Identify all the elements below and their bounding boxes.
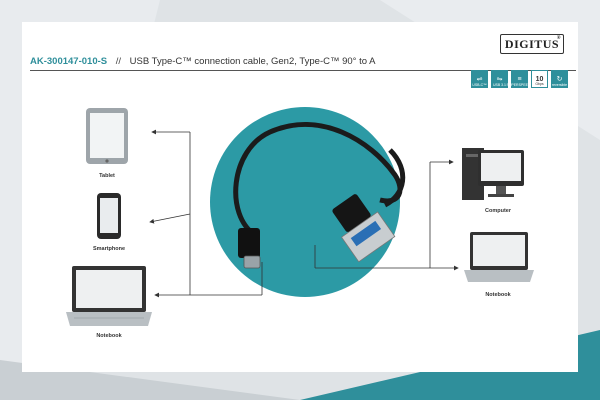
- tablet-icon: [86, 108, 128, 164]
- product-header: AK-300147-010-S // USB Type-C™ connectio…: [30, 56, 576, 71]
- brand-logo: DIGITUS ®: [500, 34, 564, 54]
- notebook-left-icon: [66, 266, 152, 326]
- badge-usb-c: ⇌ USB-C™: [471, 70, 488, 88]
- header-separator: //: [115, 56, 122, 67]
- badge-superspeed: ≡ SUPERSPEED+: [507, 70, 532, 88]
- product-sku: AK-300147-010-S: [30, 56, 108, 67]
- label-tablet: Tablet: [99, 173, 115, 179]
- product-description: USB Type-C™ connection cable, Gen2, Type…: [129, 56, 376, 67]
- usb-c-plug: [238, 228, 260, 258]
- badge-speed: 10 Gbps: [531, 70, 548, 88]
- usb-a-plug: [332, 194, 371, 232]
- usb-c-icon: ⇌: [476, 75, 483, 83]
- connector-lines-left: [149, 129, 263, 298]
- smartphone-icon: [97, 193, 121, 239]
- notebook-right-icon: [464, 232, 534, 282]
- connector-lines-right: [314, 159, 459, 271]
- speed-value: 10: [535, 75, 544, 83]
- badge-reversible: ↻ reversible: [551, 70, 568, 88]
- label-notebook-left: Notebook: [96, 333, 122, 339]
- usb-icon: ⇋: [496, 75, 503, 83]
- label-smartphone: Smartphone: [92, 246, 126, 252]
- badge-usb-31: ⇋ USB 3.1: [491, 70, 508, 88]
- superspeed-icon: ≡: [517, 75, 522, 83]
- computer-icon: [462, 148, 524, 200]
- reversible-icon: ↻: [556, 75, 563, 83]
- label-notebook-right: Notebook: [485, 292, 511, 298]
- label-computer: Computer: [485, 208, 511, 214]
- feature-badges: ⇌ USB-C™ ⇋ USB 3.1 ≡ SUPERSPEED+ 10 Gbps…: [471, 70, 568, 88]
- usb-cable: [233, 122, 406, 269]
